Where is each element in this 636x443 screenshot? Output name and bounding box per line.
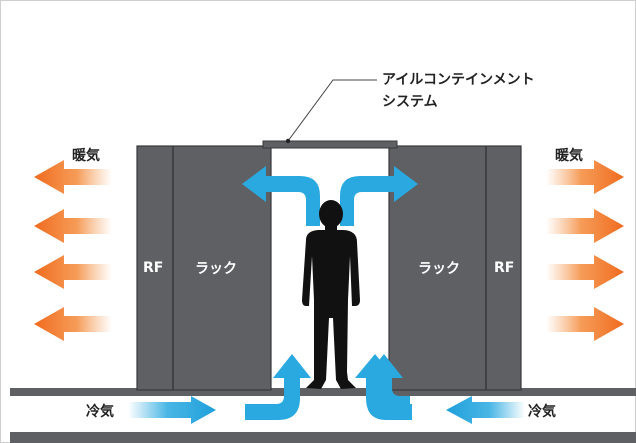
warm-air-arrow-left-3 <box>34 255 112 289</box>
rack-label-left: ラック <box>195 261 237 277</box>
cool-air-bend-arrow-right-body <box>355 354 412 420</box>
warm-air-arrow-right-1 <box>546 160 624 194</box>
cool-air-arrow-right <box>446 396 525 424</box>
warm-air-arrows-left <box>34 160 112 341</box>
warm-air-arrows-right <box>546 160 624 341</box>
warm-air-label-left: 暖気 <box>72 147 100 164</box>
rf-label-left: RF <box>143 260 163 276</box>
warm-air-arrow-right-4 <box>546 307 624 341</box>
containment-roof <box>262 140 398 149</box>
warm-air-arrow-left-2 <box>34 209 112 243</box>
callout-label-line1: アイルコンテインメント <box>382 72 535 88</box>
rf-label-right: RF <box>494 260 514 276</box>
warm-air-arrow-right-2 <box>546 209 624 243</box>
warm-air-arrow-left-1 <box>34 160 112 194</box>
rack-label-right: ラック <box>418 261 460 277</box>
callout-leader-line <box>287 79 377 142</box>
warm-air-arrow-right-3 <box>546 255 624 289</box>
aisle-top-curve-arrow-right <box>340 166 418 226</box>
cool-air-arrow-left <box>128 396 216 424</box>
cool-air-label-right: 冷気 <box>528 403 556 420</box>
subfloor-slab <box>10 432 636 443</box>
callout-leader-dot <box>285 138 291 144</box>
callout-label-line2: システム <box>382 94 438 110</box>
cool-air-label-left: 冷気 <box>86 403 114 420</box>
cool-air-bend-arrow-left <box>245 354 311 420</box>
warm-air-label-right: 暖気 <box>555 147 583 164</box>
raised-floor-top <box>10 388 636 396</box>
person-silhouette <box>302 200 360 389</box>
warm-air-arrow-left-4 <box>34 307 112 341</box>
aisle-top-curve-arrow-left <box>242 166 320 226</box>
